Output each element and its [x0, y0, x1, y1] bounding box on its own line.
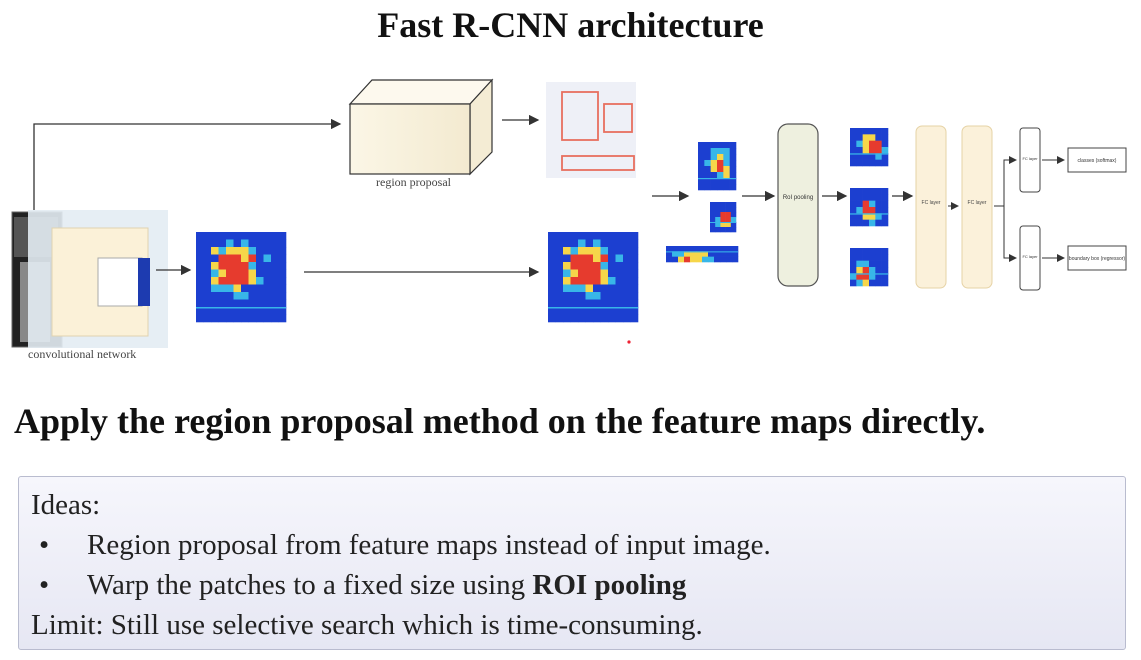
bbox-output-label: boundary box (regressor): [1069, 256, 1125, 262]
limit-text: Limit: Still use selective search which …: [31, 609, 703, 641]
bullet-dot: •: [39, 569, 50, 601]
branch-to-bottom-fc: [1003, 206, 1017, 262]
bullet-2: • Warp the patches to a fixed size using…: [31, 565, 1113, 605]
pooled-map: [850, 188, 889, 227]
patch-large: [698, 142, 737, 191]
conv-network-block: [28, 210, 168, 348]
bbox-output-box: [1067, 245, 1127, 271]
ideas-box: Ideas: • Region proposal from feature ma…: [18, 476, 1126, 650]
fc-small-bottom: [1019, 225, 1041, 291]
patch-wide: [666, 246, 739, 263]
conv-network-label: convolutional network: [28, 347, 136, 361]
fc-small-bottom-label: FC layer: [1022, 254, 1038, 259]
roi-pooling-block: [777, 123, 819, 287]
bullet-2-text: Warp the patches to a fixed size using: [87, 569, 533, 601]
headline: Apply the region proposal method on the …: [14, 401, 986, 441]
roi-pooling-label: RoI pooling: [783, 195, 813, 201]
branch-to-top-fc: [994, 156, 1017, 207]
bullet-dot: •: [39, 529, 50, 561]
patch-small: [710, 202, 737, 233]
slide-title: Fast R-CNN architecture: [377, 5, 764, 45]
fc-layer-2-label: FC layer: [968, 200, 987, 206]
classes-output-label: classes (softmax): [1078, 158, 1117, 164]
red-dot: [627, 340, 631, 344]
pooled-map: [850, 248, 889, 287]
feature-map-with-proposals: [548, 232, 639, 323]
feature-map: [196, 232, 287, 323]
fc-small-top-label: FC layer: [1022, 156, 1038, 161]
bullet-2-bold: ROI pooling: [532, 569, 687, 601]
region-proposal-box: [348, 78, 494, 176]
fc-small-top: [1019, 127, 1041, 193]
fc-layer-2: [961, 125, 993, 289]
arrow-to-region-proposal: [33, 118, 342, 210]
classes-output-box: [1067, 147, 1127, 173]
region-proposal-label: region proposal: [376, 175, 452, 189]
fast-rcnn-diagram: convolutional network region proposal Ro…: [11, 78, 1127, 361]
bullet-1-text: Region proposal from feature maps instea…: [87, 529, 771, 561]
fc-layer-1-label: FC layer: [922, 200, 941, 206]
ideas-heading: Ideas:: [31, 489, 101, 521]
proposal-panel: [546, 82, 636, 178]
bullet-1: • Region proposal from feature maps inst…: [31, 525, 1113, 565]
pooled-map: [850, 128, 889, 167]
fc-layer-1: [915, 125, 947, 289]
